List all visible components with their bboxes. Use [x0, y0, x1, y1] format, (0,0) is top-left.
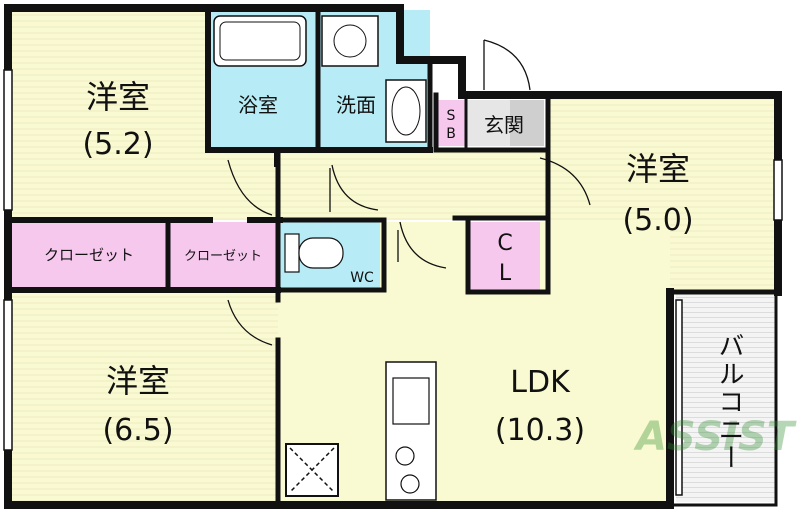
closet-2-name: クローゼット	[184, 249, 262, 264]
ldk-size: (10.3)	[495, 413, 585, 448]
wc-name: WC	[350, 270, 374, 286]
bathtub	[213, 15, 307, 67]
bedroom-3-name: 洋室	[106, 362, 170, 400]
closet-2-floor	[170, 222, 276, 290]
balcony-name: バルコニー	[714, 332, 744, 472]
cl-floor	[470, 222, 540, 290]
doors	[227, 39, 591, 346]
toilet	[284, 233, 300, 273]
shoe-box-floor	[436, 100, 466, 146]
bedroom-3-floor	[10, 290, 278, 502]
bath-name: 浴室	[238, 93, 278, 117]
washroom-name: 洗面	[336, 93, 376, 117]
closet-1-floor	[10, 222, 168, 290]
bedroom-1-floor	[10, 10, 208, 220]
bedroom-3-size: (6.5)	[102, 413, 173, 448]
wash-basin	[385, 79, 427, 143]
closet-1-name: クローゼット	[44, 246, 134, 264]
bedroom-1-size: (5.2)	[82, 127, 153, 162]
stove-burner	[395, 446, 415, 466]
bedroom-1-name: 洋室	[86, 78, 150, 116]
hallway-floor	[208, 150, 548, 220]
stove-burner	[400, 474, 420, 494]
balcony-floor	[676, 290, 776, 502]
entrance-name: 玄関	[484, 113, 524, 137]
cl-letter-2: L	[499, 261, 512, 286]
shoe-box-letter-2: B	[446, 126, 456, 142]
kitchen-sink	[392, 377, 430, 425]
walls	[4, 4, 782, 509]
windows	[3, 69, 783, 496]
shoe-box-letter-1: S	[447, 108, 456, 124]
cl-letter-1: C	[497, 231, 512, 256]
bedroom-2-size: (5.0)	[622, 203, 693, 238]
watermark-logo: ASSIST	[633, 414, 797, 460]
bedroom-2-name: 洋室	[626, 150, 690, 188]
kitchen-counter	[385, 361, 437, 501]
entrance-step	[510, 100, 544, 146]
washing-machine	[321, 15, 379, 67]
ldk-name: LDK	[510, 365, 571, 400]
